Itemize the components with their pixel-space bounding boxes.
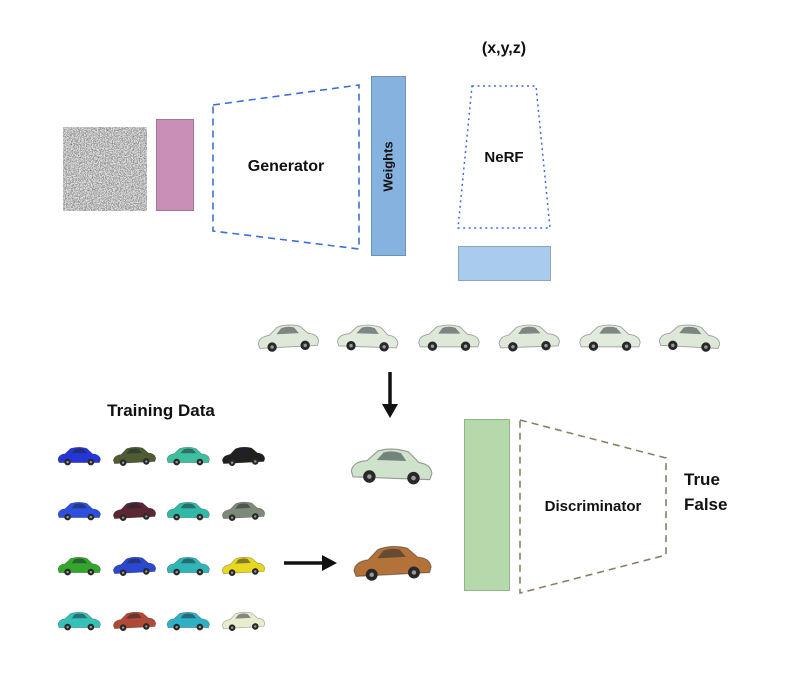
- car-image: [257, 324, 320, 352]
- rendered-car: [654, 311, 726, 357]
- training-car: [163, 593, 214, 644]
- car-image: [112, 611, 156, 631]
- car-image: [57, 611, 101, 631]
- nerf-block: NeRF: [456, 84, 552, 230]
- weights-block: Weights: [371, 76, 406, 256]
- nerf-trapezoid: [457, 85, 551, 229]
- nerf-label: NeRF: [484, 148, 524, 166]
- discriminator-trapezoid: [519, 418, 667, 595]
- generator-trapezoid: [212, 84, 360, 250]
- car-image: [221, 611, 265, 631]
- car-image: [578, 324, 641, 351]
- discriminator-label: Discriminator: [544, 498, 642, 515]
- training-car: [218, 483, 269, 534]
- training-car: [163, 538, 214, 589]
- car-image: [221, 556, 265, 576]
- training-car: [163, 483, 214, 534]
- rendered-car: [332, 311, 404, 357]
- car-image: [337, 324, 399, 352]
- training-car: [109, 428, 160, 479]
- sample-car-generated: [344, 420, 440, 502]
- rendered-car: [413, 311, 485, 357]
- rendered-car: [252, 311, 324, 357]
- car-image: [166, 556, 210, 576]
- generator-label: Generator: [247, 158, 325, 175]
- training-car: [218, 428, 269, 479]
- car-image: [353, 545, 432, 581]
- training-data-label: Training Data: [107, 401, 215, 420]
- car-image: [221, 501, 265, 521]
- training-car: [54, 483, 105, 534]
- training-car: [163, 428, 214, 479]
- noise-texture: [63, 127, 147, 211]
- nerf-output-block: [458, 246, 551, 281]
- rendered-car: [574, 311, 646, 357]
- noise-input-image: [63, 127, 147, 211]
- car-image: [498, 324, 561, 352]
- output-labels: True False: [684, 468, 727, 517]
- training-data-grid: [54, 428, 268, 644]
- car-image: [166, 611, 210, 631]
- weights-label: Weights: [381, 140, 397, 192]
- training-car: [218, 593, 269, 644]
- training-car: [109, 593, 160, 644]
- car-image: [418, 324, 480, 351]
- discriminator-input-block: [464, 419, 510, 591]
- training-car: [218, 538, 269, 589]
- car-image: [658, 324, 721, 352]
- false-label: False: [684, 494, 728, 514]
- generator-block: Generator: [211, 83, 361, 251]
- training-car: [54, 428, 105, 479]
- sample-car-real: [346, 522, 438, 594]
- training-car: [109, 538, 160, 589]
- right-arrow: [284, 555, 337, 571]
- rendered-car: [493, 311, 565, 357]
- car-image: [57, 556, 101, 576]
- car-image: [57, 446, 101, 466]
- car-image: [112, 501, 156, 521]
- coords-label: (x,y,z): [481, 40, 527, 57]
- training-car: [54, 538, 105, 589]
- car-image: [221, 446, 265, 466]
- discriminator-block: Discriminator: [518, 418, 668, 595]
- car-image: [166, 501, 210, 521]
- car-image: [166, 446, 210, 466]
- car-image: [112, 556, 156, 576]
- true-label: True: [684, 470, 720, 489]
- training-car: [54, 593, 105, 644]
- training-car: [109, 483, 160, 534]
- down-arrow: [382, 372, 398, 418]
- car-image: [57, 501, 101, 521]
- car-image: [350, 448, 433, 485]
- car-image: [112, 446, 156, 466]
- rendered-views-row: [252, 303, 726, 365]
- latent-block: [156, 119, 194, 211]
